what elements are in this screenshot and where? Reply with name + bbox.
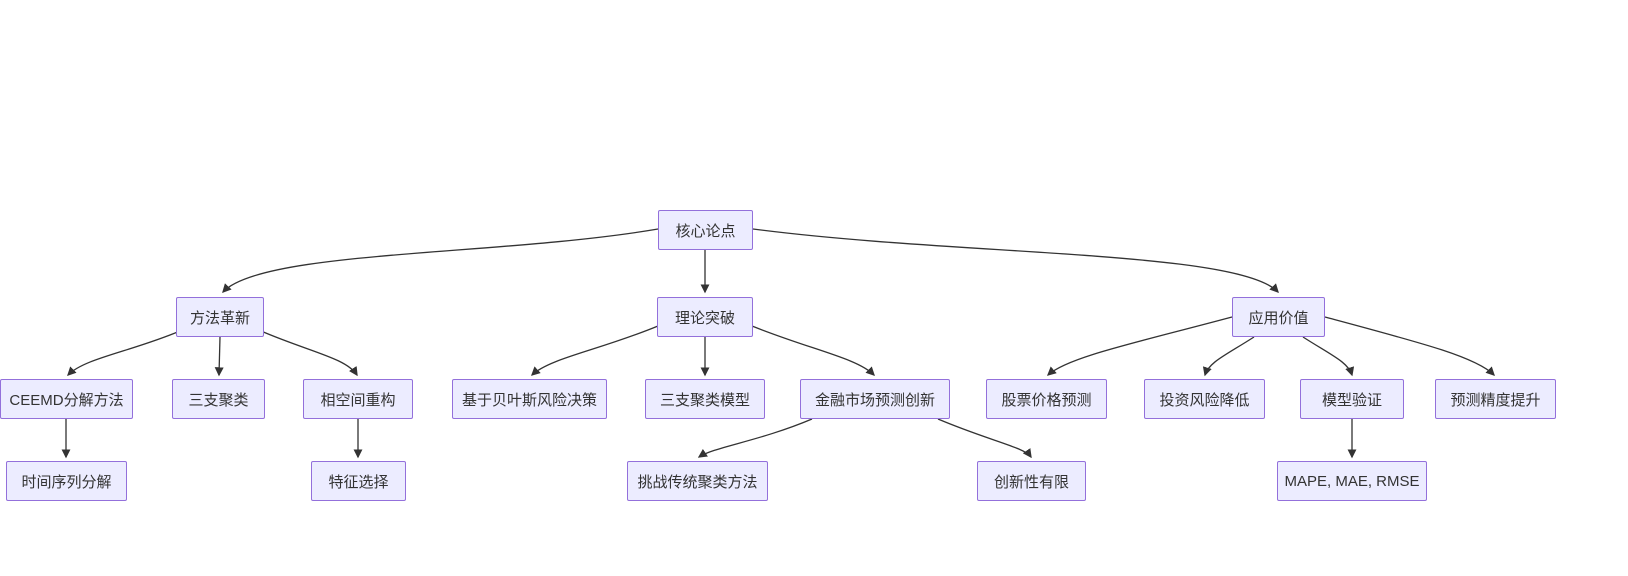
node-bayes: 基于贝叶斯风险决策: [452, 379, 607, 419]
edge-core-method: [222, 228, 659, 293]
node-accuracy: 预测精度提升: [1435, 379, 1556, 419]
node-feature: 特征选择: [311, 461, 406, 501]
node-challenge: 挑战传统聚类方法: [627, 461, 768, 501]
node-core: 核心论点: [658, 210, 753, 250]
node-metrics: MAPE, MAE, RMSE: [1277, 461, 1427, 501]
edge-theory-bayes: [531, 325, 659, 376]
node-validation: 模型验证: [1300, 379, 1404, 419]
node-ceemd: CEEMD分解方法: [0, 379, 133, 419]
edge-method-threeway: [214, 336, 224, 377]
node-twc-model: 三支聚类模型: [645, 379, 765, 419]
node-risk: 投资风险降低: [1144, 379, 1265, 419]
node-method: 方法革新: [176, 297, 264, 337]
edge-application-risk: [1202, 336, 1255, 377]
edge-method-phasespace: [260, 330, 358, 377]
node-fin-market: 金融市场预测创新: [800, 379, 950, 419]
edge-core-application: [752, 228, 1279, 293]
edge-fin-market-limited: [937, 418, 1032, 459]
edge-fin-market-challenge: [697, 418, 813, 458]
node-stock: 股票价格预测: [986, 379, 1107, 419]
node-theory: 理论突破: [657, 297, 753, 337]
edge-application-accuracy: [1324, 316, 1495, 376]
edge-theory-fin-market: [751, 325, 875, 376]
edge-application-stock: [1046, 316, 1233, 376]
edge-method-ceemd: [67, 330, 181, 376]
edge-application-validation: [1302, 336, 1355, 377]
node-limited: 创新性有限: [977, 461, 1086, 501]
node-application: 应用价值: [1232, 297, 1325, 337]
node-threeway: 三支聚类: [172, 379, 265, 419]
node-phasespace: 相空间重构: [303, 379, 413, 419]
node-timeseries: 时间序列分解: [6, 461, 127, 501]
